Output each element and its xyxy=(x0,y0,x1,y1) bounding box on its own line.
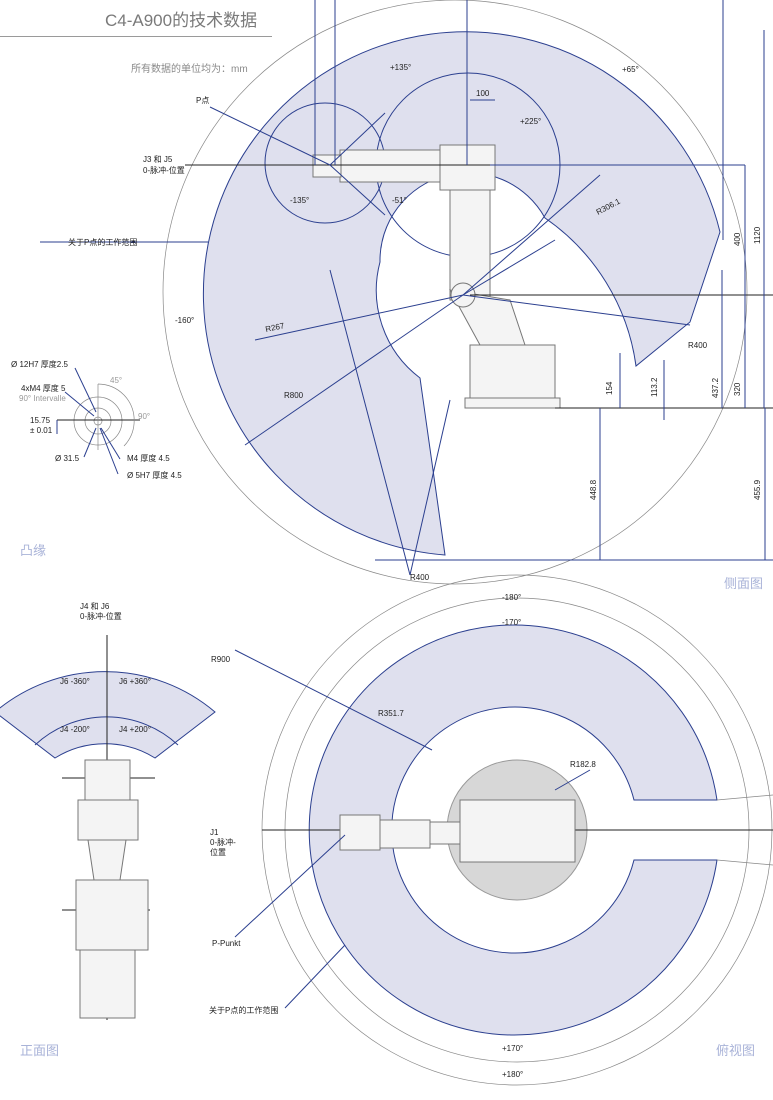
angle-j2-minus: -160° xyxy=(175,316,194,325)
j3-j5-zero-label: 0-脉冲-位置 xyxy=(143,165,185,175)
angle-plus-65: +65° xyxy=(622,65,639,74)
flange-m4x4: 4xM4 厚度 5 xyxy=(21,383,66,393)
angle-minus-170: -170° xyxy=(502,618,521,627)
angle-plus-170: +170° xyxy=(502,1044,523,1053)
j1-zero-label: 0-脉冲- xyxy=(210,837,236,847)
j6-plus-label: J6 +360° xyxy=(119,677,151,686)
dim-r400-a: R400 xyxy=(688,341,708,350)
flange-hole-5h7: Ø 5H7 厚度 4.5 xyxy=(127,470,182,480)
flange-angle-90: 90° xyxy=(138,412,150,421)
p-point-label: P点 xyxy=(196,96,209,105)
section-side-view: 侧面图 xyxy=(724,576,764,591)
top-view: R900 R351.7 R182.8 J1 0-脉冲- 位置 P-Punkt 关… xyxy=(209,574,773,1086)
flange-angle-45: 45° xyxy=(110,376,122,385)
dim-r800: R800 xyxy=(284,391,304,400)
dim-100: 100 xyxy=(476,89,490,98)
p-punkt-label: P-Punkt xyxy=(212,939,241,948)
flange-detail: Ø 12H7 厚度2.5 4xM4 厚度 5 90° Intervalle 15… xyxy=(11,359,182,480)
side-view: P点 J3 和 J5 0-脉冲-位置 关于P点的工作范围 +135° +65° … xyxy=(40,0,773,585)
dim-455-9: 455.9 xyxy=(753,479,762,500)
title-divider xyxy=(0,36,272,37)
j3-j5-label: J3 和 J5 xyxy=(143,155,173,164)
page-title: C4-A900的技术数据 xyxy=(105,11,258,30)
flange-dia-31-5: Ø 31.5 xyxy=(55,454,80,463)
work-envelope-top xyxy=(308,624,718,1036)
angle-j3-plus: +135° xyxy=(390,63,411,72)
j4-plus-label: J4 +200° xyxy=(119,725,151,734)
dim-r900: R900 xyxy=(211,655,231,664)
dim-r182-8: R182.8 xyxy=(570,760,596,769)
flange-interval: 90° Intervalle xyxy=(19,394,66,403)
outer-limit-arc xyxy=(162,0,748,585)
dim-400: 400 xyxy=(733,232,742,246)
j4-minus-label: J4 -200° xyxy=(60,725,90,734)
j6-minus-label: J6 -360° xyxy=(60,677,90,686)
robot-front-drawing xyxy=(75,759,149,1019)
dim-1120: 1120 xyxy=(753,226,762,244)
section-front-view: 正面图 xyxy=(20,1043,60,1058)
dim-154: 154 xyxy=(605,381,614,395)
j1-position-label: 位置 xyxy=(210,847,226,857)
dim-320: 320 xyxy=(733,382,742,396)
angle-j5-plus: +225° xyxy=(520,117,541,126)
robot-top-drawing xyxy=(339,799,576,863)
flange-tolerance: ± 0.01 xyxy=(30,426,53,435)
section-top-view: 俯视图 xyxy=(716,1043,756,1058)
j4-j6-zero-label: 0-脉冲-位置 xyxy=(80,611,122,621)
flange-hole-12h7: Ø 12H7 厚度2.5 xyxy=(11,359,68,369)
j1-label: J1 xyxy=(210,828,219,837)
angle-j5-minus: -51° xyxy=(392,196,407,205)
dim-448-8: 448.8 xyxy=(589,479,598,500)
flange-m4: M4 厚度 4.5 xyxy=(127,453,170,463)
work-range-label: 关于P点的工作范围 xyxy=(68,237,137,247)
flange-offset: 15.75 xyxy=(30,416,51,425)
dim-437-2: 437.2 xyxy=(711,377,720,398)
angle-minus-180: -180° xyxy=(502,593,521,602)
front-view: J4 和 J6 0-脉冲-位置 J6 -360° J6 +360° J4 -20… xyxy=(0,602,216,1020)
dim-113-2: 113.2 xyxy=(650,377,659,397)
units-note: 所有数据的单位均为：mm xyxy=(131,64,248,75)
top-work-range-label: 关于P点的工作范围 xyxy=(209,1005,278,1015)
j4-j6-label: J4 和 J6 xyxy=(80,602,110,611)
dim-r400-b: R400 xyxy=(410,573,430,582)
angle-plus-180: +180° xyxy=(502,1070,523,1079)
dim-r267: R267 xyxy=(265,321,286,334)
angle-j3-minus: -135° xyxy=(290,196,309,205)
section-flange: 凸缘 xyxy=(20,543,47,558)
dim-r351-7: R351.7 xyxy=(378,709,404,718)
